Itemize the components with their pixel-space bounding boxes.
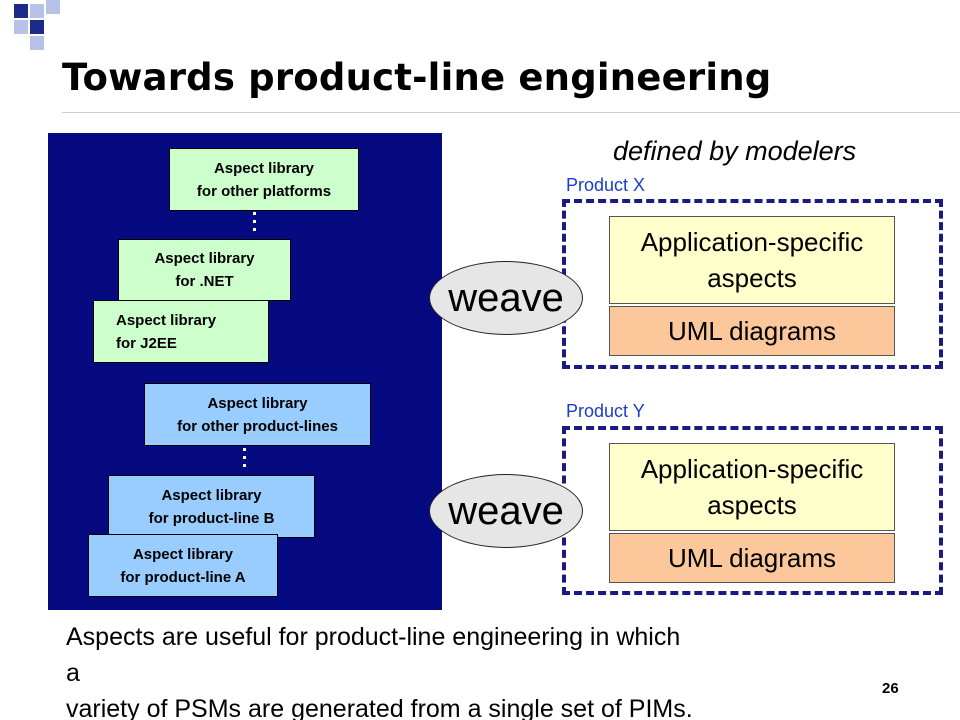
app-aspects-line1: Application-specific — [640, 454, 864, 484]
library-title: Aspect library — [132, 545, 234, 563]
library-title: Aspect library — [116, 311, 217, 329]
aspect-library-j2ee: Aspect library for J2EE — [93, 300, 269, 363]
library-target: for product-line A — [120, 568, 246, 586]
library-target: for other product-lines — [177, 417, 338, 435]
corner-decoration-square — [14, 20, 28, 34]
aspect-library-product-line-b: Aspect library for product-line B — [108, 475, 315, 538]
caption-line: variety of PSMs are generated from a sin… — [66, 695, 693, 720]
dot — [252, 220, 256, 223]
corner-decoration-square — [46, 0, 60, 14]
caption-line: a — [66, 659, 80, 687]
product-x-label: Product X — [566, 175, 646, 195]
defined-by-modelers-label: defined by modelers — [613, 136, 857, 166]
weave-ellipse: weave — [429, 261, 583, 335]
slide-title: Towards product-line engineering — [62, 56, 772, 99]
caption-line: Aspects are useful for product-line engi… — [66, 623, 681, 651]
aspect-library-product-line-a: Aspect library for product-line A — [88, 534, 278, 597]
corner-decoration-square — [14, 4, 28, 18]
library-title: Aspect library — [154, 250, 255, 267]
title-divider — [62, 112, 960, 113]
library-target: for other platforms — [196, 182, 332, 200]
library-title: Aspect library — [207, 394, 308, 412]
library-target: for product-line B — [148, 509, 275, 527]
corner-decoration-square — [30, 4, 44, 18]
slide-caption: Aspects are useful for product-line engi… — [66, 619, 876, 720]
dot — [242, 448, 246, 451]
uml-diagrams-box: UML diagrams — [609, 533, 895, 583]
ellipsis-dots — [251, 212, 257, 231]
dot — [252, 212, 256, 215]
dot — [252, 228, 256, 231]
application-specific-aspects-box: Application-specific aspects — [609, 443, 895, 531]
uml-diagrams-box: UML diagrams — [609, 306, 895, 356]
app-aspects-line2: aspects — [707, 263, 797, 293]
corner-decoration-square — [30, 20, 44, 34]
app-aspects-line2: aspects — [707, 490, 797, 520]
dot — [242, 464, 246, 467]
library-target: for .NET — [175, 273, 234, 290]
library-title: Aspect library — [213, 159, 315, 177]
library-title: Aspect library — [161, 486, 262, 504]
aspect-library-other-platforms: Aspect library for other platforms — [169, 148, 359, 211]
app-aspects-line1: Application-specific — [640, 227, 864, 257]
library-target: for J2EE — [116, 334, 177, 352]
page-number: 26 — [882, 680, 899, 697]
weave-ellipse: weave — [429, 474, 583, 548]
aspect-library-other-product-lines: Aspect library for other product-lines — [144, 383, 371, 446]
corner-decoration-square — [30, 36, 44, 50]
product-y-label: Product Y — [566, 401, 645, 421]
ellipsis-dots — [241, 448, 247, 467]
aspect-library-dotnet: Aspect library for .NET — [118, 239, 291, 301]
dot — [242, 456, 246, 459]
application-specific-aspects-box: Application-specific aspects — [609, 216, 895, 304]
